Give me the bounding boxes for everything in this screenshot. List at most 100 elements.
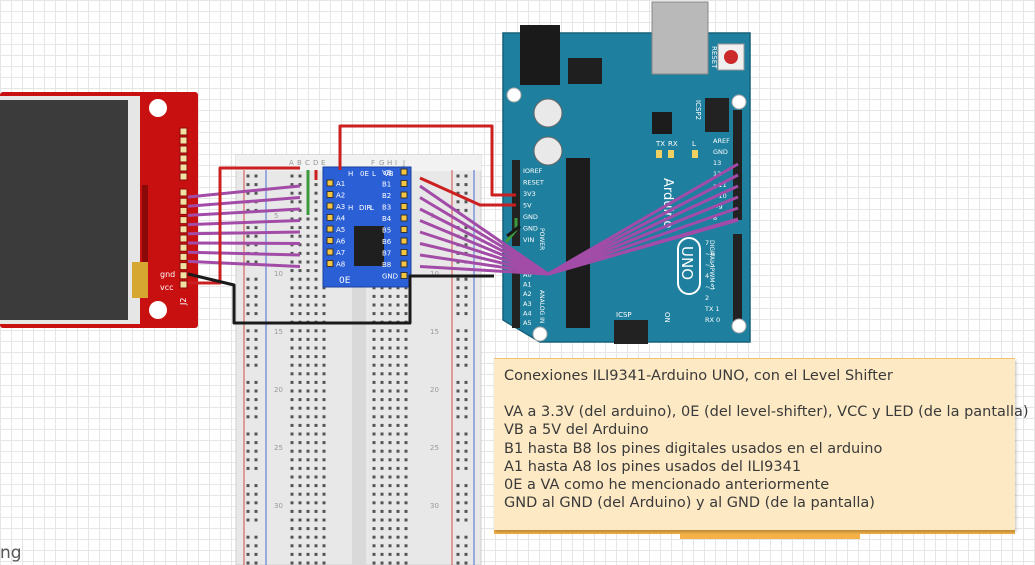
rail-hole[interactable]: [456, 398, 460, 402]
breadboard-hole[interactable]: [298, 234, 302, 238]
breadboard-hole[interactable]: [306, 458, 310, 462]
breadboard-hole[interactable]: [372, 544, 376, 548]
breadboard-hole[interactable]: [396, 398, 400, 402]
breadboard-hole[interactable]: [404, 449, 408, 453]
rail-hole[interactable]: [254, 415, 258, 419]
breadboard-hole[interactable]: [314, 312, 318, 316]
breadboard-hole[interactable]: [314, 415, 318, 419]
breadboard-hole[interactable]: [298, 484, 302, 488]
breadboard-hole[interactable]: [306, 535, 310, 539]
breadboard-hole[interactable]: [298, 466, 302, 470]
breadboard-hole[interactable]: [404, 286, 408, 290]
breadboard-hole[interactable]: [404, 372, 408, 376]
breadboard-hole[interactable]: [306, 527, 310, 531]
breadboard-hole[interactable]: [380, 337, 384, 341]
breadboard-hole[interactable]: [322, 363, 326, 367]
breadboard-hole[interactable]: [380, 286, 384, 290]
breadboard-hole[interactable]: [404, 518, 408, 522]
breadboard-hole[interactable]: [314, 535, 318, 539]
breadboard-hole[interactable]: [380, 380, 384, 384]
rail-hole[interactable]: [246, 389, 250, 393]
breadboard-hole[interactable]: [388, 518, 392, 522]
breadboard-hole[interactable]: [380, 294, 384, 298]
breadboard-hole[interactable]: [298, 303, 302, 307]
breadboard-hole[interactable]: [396, 449, 400, 453]
breadboard-hole[interactable]: [404, 458, 408, 462]
breadboard-hole[interactable]: [388, 552, 392, 556]
rail-hole[interactable]: [254, 492, 258, 496]
breadboard-hole[interactable]: [298, 277, 302, 281]
rail-hole[interactable]: [456, 501, 460, 505]
breadboard-hole[interactable]: [314, 269, 318, 273]
rail-hole[interactable]: [254, 406, 258, 410]
rail-hole[interactable]: [456, 277, 460, 281]
rail-hole[interactable]: [456, 183, 460, 187]
breadboard-hole[interactable]: [306, 234, 310, 238]
breadboard-hole[interactable]: [306, 372, 310, 376]
breadboard-hole[interactable]: [298, 509, 302, 513]
breadboard-hole[interactable]: [306, 217, 310, 221]
breadboard-hole[interactable]: [314, 355, 318, 359]
breadboard-hole[interactable]: [290, 398, 294, 402]
breadboard-hole[interactable]: [404, 337, 408, 341]
rail-hole[interactable]: [464, 484, 468, 488]
breadboard-hole[interactable]: [380, 449, 384, 453]
rail-hole[interactable]: [464, 183, 468, 187]
shifter-pin[interactable]: [400, 249, 408, 256]
breadboard-hole[interactable]: [314, 277, 318, 281]
breadboard-hole[interactable]: [322, 535, 326, 539]
breadboard-hole[interactable]: [372, 458, 376, 462]
breadboard-hole[interactable]: [298, 346, 302, 350]
breadboard-hole[interactable]: [298, 355, 302, 359]
breadboard-hole[interactable]: [396, 312, 400, 316]
breadboard-hole[interactable]: [388, 398, 392, 402]
breadboard-hole[interactable]: [322, 389, 326, 393]
breadboard-hole[interactable]: [298, 432, 302, 436]
breadboard-hole[interactable]: [396, 286, 400, 290]
breadboard-hole[interactable]: [290, 217, 294, 221]
breadboard-hole[interactable]: [306, 269, 310, 273]
shifter-pin[interactable]: [400, 191, 408, 199]
rail-hole[interactable]: [254, 389, 258, 393]
breadboard-hole[interactable]: [388, 355, 392, 359]
rail-hole[interactable]: [246, 484, 250, 488]
breadboard-hole[interactable]: [314, 337, 318, 341]
breadboard-hole[interactable]: [322, 303, 326, 307]
breadboard-hole[interactable]: [396, 458, 400, 462]
breadboard-hole[interactable]: [290, 501, 294, 505]
breadboard-hole[interactable]: [306, 441, 310, 445]
rail-hole[interactable]: [464, 389, 468, 393]
breadboard-hole[interactable]: [306, 312, 310, 316]
breadboard-hole[interactable]: [372, 337, 376, 341]
rail-hole[interactable]: [464, 380, 468, 384]
breadboard-hole[interactable]: [298, 501, 302, 505]
rail-hole[interactable]: [246, 312, 250, 316]
breadboard-hole[interactable]: [404, 346, 408, 350]
rail-hole[interactable]: [464, 329, 468, 333]
breadboard-hole[interactable]: [396, 380, 400, 384]
breadboard-hole[interactable]: [396, 492, 400, 496]
breadboard-hole[interactable]: [372, 346, 376, 350]
breadboard-hole[interactable]: [372, 466, 376, 470]
display-pin[interactable]: [179, 225, 188, 234]
rail-hole[interactable]: [456, 561, 460, 565]
shifter-pin[interactable]: [400, 214, 408, 222]
rail-hole[interactable]: [464, 286, 468, 290]
breadboard-hole[interactable]: [380, 355, 384, 359]
rail-hole[interactable]: [254, 294, 258, 298]
rail-hole[interactable]: [246, 535, 250, 539]
rail-hole[interactable]: [246, 509, 250, 513]
breadboard-hole[interactable]: [298, 329, 302, 333]
breadboard-hole[interactable]: [322, 501, 326, 505]
rail-hole[interactable]: [464, 415, 468, 419]
breadboard-hole[interactable]: [380, 372, 384, 376]
breadboard-hole[interactable]: [298, 544, 302, 548]
breadboard-hole[interactable]: [322, 475, 326, 479]
breadboard-hole[interactable]: [388, 449, 392, 453]
rail-hole[interactable]: [464, 312, 468, 316]
rail-hole[interactable]: [246, 226, 250, 230]
rail-hole[interactable]: [456, 346, 460, 350]
breadboard-hole[interactable]: [314, 492, 318, 496]
rail-hole[interactable]: [456, 380, 460, 384]
breadboard-hole[interactable]: [322, 398, 326, 402]
